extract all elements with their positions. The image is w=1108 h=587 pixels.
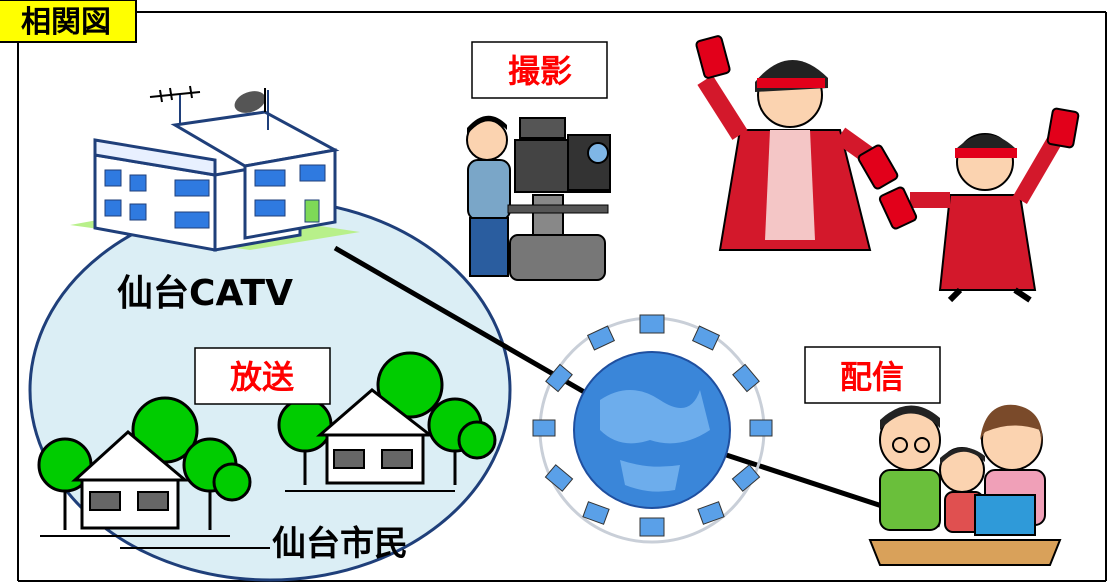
residents-label: 仙台市民 (272, 524, 408, 564)
shooting-label-box: 撮影 (471, 41, 608, 99)
broadcast-label: 放送 (230, 358, 294, 396)
title-tag-text: 相関図 (21, 5, 111, 40)
title-tag: 相関図 (0, 0, 137, 43)
broadcast-label-box: 放送 (194, 347, 331, 405)
delivery-label: 配信 (840, 358, 904, 396)
family-laptop-icon (868, 404, 1062, 566)
catv-building-icon (70, 85, 360, 252)
festival-dancers-icon (695, 35, 1080, 303)
station-label: 仙台CATV (117, 273, 293, 314)
delivery-label-box: 配信 (804, 346, 941, 404)
frame (17, 11, 1107, 582)
internet-globe-icon (532, 314, 773, 544)
residents-houses-icon (37, 351, 497, 549)
shooting-label: 撮影 (508, 52, 572, 90)
camera-operator-icon (466, 115, 611, 281)
